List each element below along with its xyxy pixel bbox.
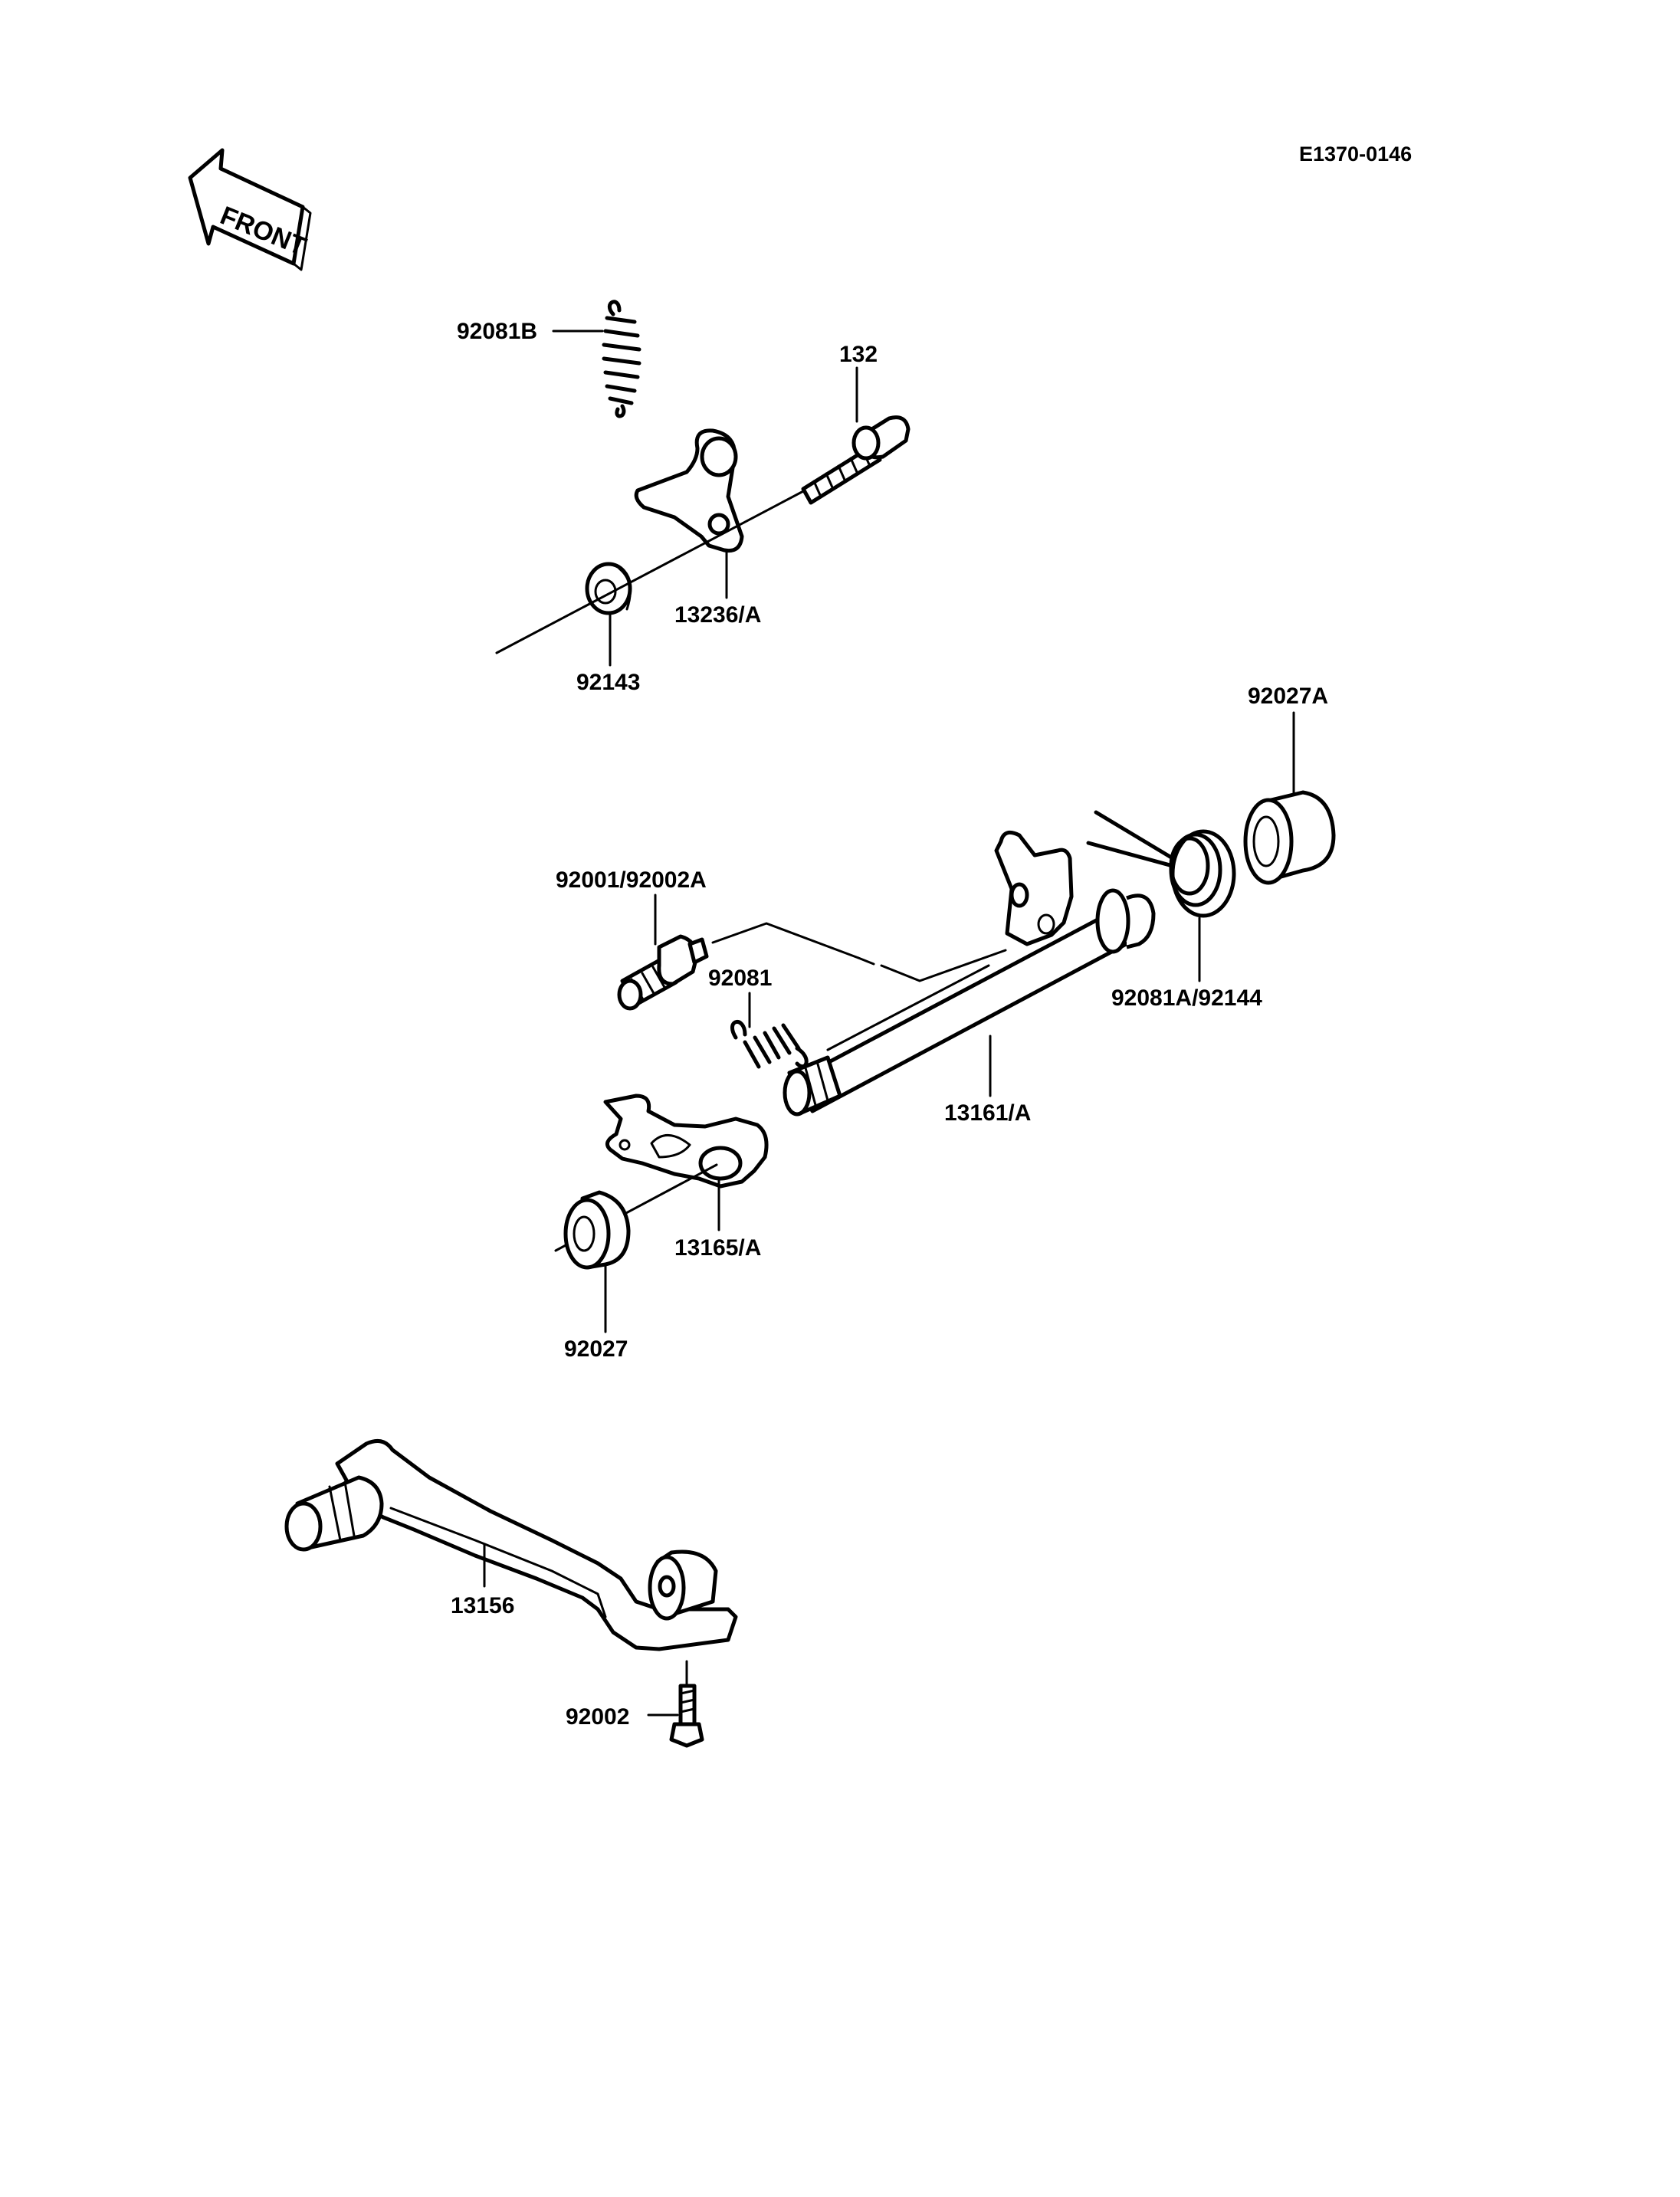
label-13156: 13156: [451, 1593, 514, 1618]
shift-pedal-13156-part: [284, 1438, 738, 1651]
axis-line-top: [495, 489, 806, 654]
front-arrow-icon: FRONT: [188, 148, 312, 271]
label-13161a: 13161/A: [944, 1100, 1031, 1126]
label-92143: 92143: [576, 670, 640, 695]
connector-line-c: [857, 956, 875, 966]
bushing-92027a-part: [1243, 790, 1336, 885]
label-13165a: 13165/A: [674, 1235, 761, 1261]
return-spring-92081a-part: [1086, 810, 1236, 918]
collar-92143-part: [585, 562, 632, 615]
bolt-132-part: [801, 415, 911, 505]
label-92027a: 92027A: [1248, 684, 1328, 709]
shift-arm-13165a-part: [603, 1094, 769, 1189]
bushing-92027-part: [563, 1190, 631, 1270]
spring-92081-part: [730, 1020, 809, 1069]
label-13236a: 13236/A: [674, 602, 761, 628]
label-92001: 92001/92002A: [556, 867, 707, 893]
connector-line-b: [880, 949, 1007, 982]
label-132: 132: [839, 342, 878, 367]
label-92027: 92027: [564, 1336, 628, 1362]
label-92081: 92081: [708, 966, 772, 991]
label-92002: 92002: [566, 1704, 629, 1730]
connector-line-d: [826, 964, 990, 1051]
connector-line-a: [711, 922, 860, 959]
diagram-code: E1370-0146: [1299, 143, 1412, 166]
pedal-bolt-92002-part: [669, 1684, 704, 1748]
shaft-arm-upper-part: [994, 830, 1074, 946]
shift-shaft-13161a-part: [783, 888, 1156, 1117]
spring-92081b-part: [602, 300, 641, 418]
stopper-bolt-92001-part: [617, 934, 709, 1011]
label-92081a: 92081A/92144: [1111, 985, 1262, 1011]
label-92081b: 92081B: [457, 319, 537, 344]
lever-plate-13236a-part: [634, 428, 744, 553]
